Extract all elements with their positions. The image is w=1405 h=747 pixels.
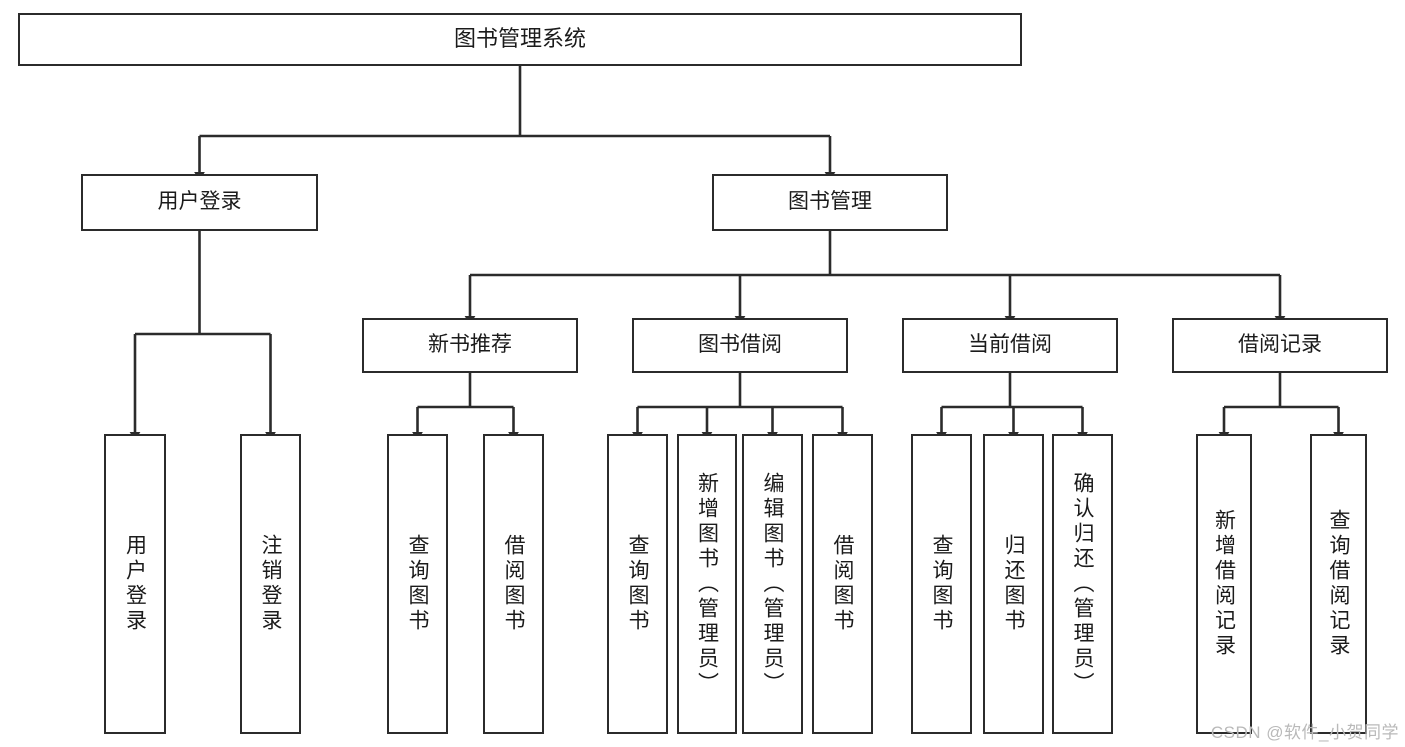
node-label: 借阅图书 xyxy=(502,534,525,634)
node-lf-login-2[interactable]: 注销登录 xyxy=(240,434,301,734)
node-lf-new-1[interactable]: 查询图书 xyxy=(387,434,448,734)
node-label: 图书借阅 xyxy=(698,333,782,357)
node-label: 新书推荐 xyxy=(428,333,512,357)
node-label: 用户登录 xyxy=(123,534,147,634)
node-lf-cur-2[interactable]: 归还图书 xyxy=(983,434,1044,734)
node-root[interactable]: 图书管理系统 xyxy=(18,13,1022,66)
node-lf-cur-3[interactable]: 确认归还（管理员） xyxy=(1052,434,1113,734)
node-lf-login-1[interactable]: 用户登录 xyxy=(104,434,166,734)
node-l2-record[interactable]: 借阅记录 xyxy=(1172,318,1388,373)
node-label: 用户登录 xyxy=(157,190,242,214)
node-lf-bor-3[interactable]: 编辑图书（管理员） xyxy=(742,434,803,734)
node-label: 借阅记录 xyxy=(1238,333,1322,357)
node-label: 查询借阅记录 xyxy=(1327,509,1350,659)
node-label: 图书管理系统 xyxy=(453,26,586,52)
node-label: 查询图书 xyxy=(930,534,953,634)
node-lf-new-2[interactable]: 借阅图书 xyxy=(483,434,544,734)
node-lf-rec-1[interactable]: 新增借阅记录 xyxy=(1196,434,1252,734)
node-label: 新增借阅记录 xyxy=(1212,509,1236,659)
node-l2-current[interactable]: 当前借阅 xyxy=(902,318,1118,373)
node-l1-book[interactable]: 图书管理 xyxy=(712,174,948,231)
watermark: CSDN @软件_小贺同学 xyxy=(1210,723,1399,742)
node-lf-rec-2[interactable]: 查询借阅记录 xyxy=(1310,434,1367,734)
node-label: 查询图书 xyxy=(406,534,429,634)
node-l1-login[interactable]: 用户登录 xyxy=(81,174,318,231)
node-lf-cur-1[interactable]: 查询图书 xyxy=(911,434,972,734)
node-l2-borrow[interactable]: 图书借阅 xyxy=(632,318,848,373)
node-label: 图书管理 xyxy=(788,190,872,214)
node-label: 确认归还（管理员） xyxy=(1071,471,1094,697)
node-label: 新增图书（管理员） xyxy=(695,471,719,697)
node-lf-bor-4[interactable]: 借阅图书 xyxy=(812,434,873,734)
node-l2-newrec[interactable]: 新书推荐 xyxy=(362,318,578,373)
node-label: 查询图书 xyxy=(626,534,649,634)
node-label: 借阅图书 xyxy=(831,534,854,634)
node-lf-bor-1[interactable]: 查询图书 xyxy=(607,434,668,734)
edge-paths xyxy=(129,66,1344,441)
node-label: 注销登录 xyxy=(259,534,282,634)
node-label: 归还图书 xyxy=(1002,534,1025,634)
node-label: 编辑图书（管理员） xyxy=(761,471,784,697)
node-label: 当前借阅 xyxy=(968,333,1052,357)
node-lf-bor-2[interactable]: 新增图书（管理员） xyxy=(677,434,737,734)
